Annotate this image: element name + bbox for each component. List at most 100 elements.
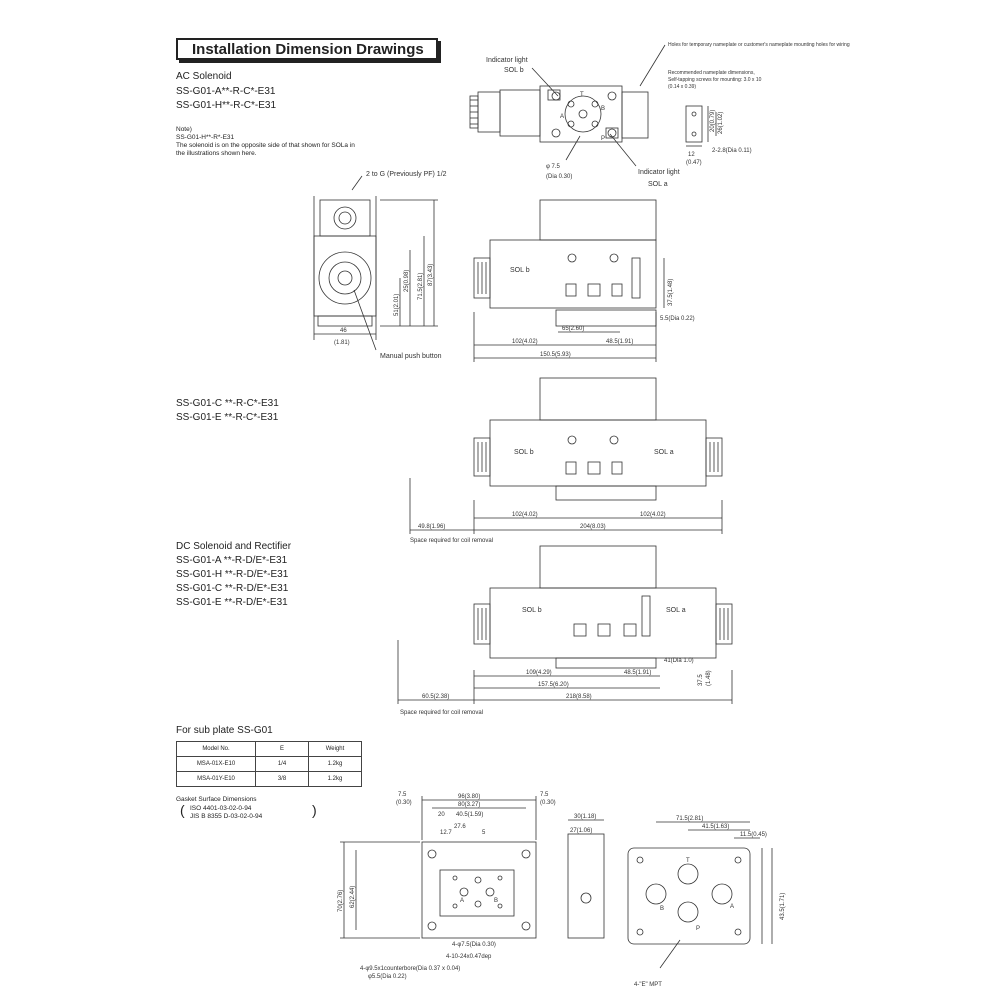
sub-dim-81: 80(3.27) bbox=[458, 802, 480, 808]
dim-12b: (0.47) bbox=[686, 160, 702, 166]
sub-dim-5: 5 bbox=[482, 830, 486, 836]
sub-dim-75l: 7.5 bbox=[398, 792, 407, 798]
subplate-table: Model No. E Weight MSA-01X-E10 1/4 1.2kg… bbox=[176, 741, 362, 787]
indicator-light-a-label: Indicator light bbox=[638, 169, 680, 176]
dim-41: 41(Dia 1.0) bbox=[664, 658, 694, 664]
ac-front-valve bbox=[473, 199, 665, 362]
port-size-label: 2 to G (Previously PF) 1/2 bbox=[366, 171, 447, 178]
rec-note-3: (0.14 x 0.39) bbox=[668, 84, 696, 90]
manual-button-label: Manual push button bbox=[380, 353, 442, 360]
dc-sol-b-label: SOL b bbox=[522, 607, 542, 614]
gasket-title: Gasket Surface Dimensions bbox=[176, 796, 257, 803]
dim-65: 65(2.60) bbox=[562, 326, 584, 332]
dim-485: 48.5(1.91) bbox=[606, 339, 633, 345]
sub-dim-75rb: (0.30) bbox=[540, 800, 556, 806]
sub-dim-435: 43.5(1.71) bbox=[780, 893, 786, 920]
sub-hole-2: 4-10-24x0.47dep bbox=[446, 954, 492, 960]
nameplate-drawing bbox=[685, 105, 717, 147]
dim-498: 49.8(1.96) bbox=[418, 524, 445, 530]
sub-dim-75lb: (0.30) bbox=[396, 800, 412, 806]
dim-20: 20(0.79) bbox=[710, 110, 716, 132]
sub-port-b: B bbox=[660, 906, 664, 912]
table-row: MSA-01X-E10 1/4 1.2kg bbox=[176, 756, 362, 772]
sub-dim-30: 30(1.18) bbox=[574, 814, 596, 820]
table-row: MSA-01Y-E10 3/8 1.2kg bbox=[176, 771, 362, 787]
gasket-iso: ISO 4401-03-02-0-94 bbox=[190, 805, 252, 812]
sub-port-b-inner: B bbox=[494, 898, 498, 904]
dc-sol-a-label: SOL a bbox=[666, 607, 686, 614]
ac-heading: AC Solenoid bbox=[176, 71, 232, 82]
subplate-top-view bbox=[340, 796, 537, 939]
rec-note-2: Self-tapping screws for mounting: 3.0 x … bbox=[668, 77, 762, 83]
sub-hole-1: 4-φ7.5(Dia 0.30) bbox=[452, 942, 496, 948]
dim-603: 60.5(2.38) bbox=[422, 694, 449, 700]
gasket-bracket: ) bbox=[312, 802, 317, 818]
sub-dim-127: 12.7 bbox=[440, 830, 452, 836]
dim-28: 2-2.8(Dia 0.11) bbox=[712, 148, 752, 154]
table-cell: 3/8 bbox=[255, 771, 309, 787]
ce-front-valve bbox=[409, 377, 723, 534]
dc-model-1: SS-G01-A **-R-D/E*-E31 bbox=[176, 555, 288, 566]
side-view-valve bbox=[313, 175, 438, 351]
sub-dim-415: 41.5(1.63) bbox=[702, 824, 729, 830]
sol-b-label: SOL b bbox=[504, 67, 524, 74]
dim-102b: 102(4.02) bbox=[640, 512, 666, 518]
dim-102a: 102(4.02) bbox=[512, 512, 538, 518]
sub-dim-96: 96(3.80) bbox=[458, 794, 480, 800]
sub-mpt-label: 4-"E" MPT bbox=[634, 982, 662, 988]
top-view-valve bbox=[469, 44, 666, 167]
gasket-bracket: ( bbox=[180, 802, 185, 818]
dc-front-valve bbox=[397, 545, 733, 704]
sub-dim-70: 70(2.76) bbox=[338, 890, 344, 912]
port-a-letter: A bbox=[560, 114, 564, 120]
dim-485-dc: 48.5(1.91) bbox=[624, 670, 651, 676]
dim-26: 26(1.02) bbox=[718, 112, 724, 134]
ac-note-3: The solenoid is on the opposite side of … bbox=[176, 142, 355, 149]
dim-1505: 150.5(5.93) bbox=[540, 352, 571, 358]
port-b-letter: B bbox=[601, 106, 605, 112]
sub-port-p: P bbox=[696, 926, 700, 932]
dim-1575: 157.5(6.20) bbox=[538, 682, 569, 688]
dim-375: 37.5(1.48) bbox=[668, 279, 674, 306]
table-header-row: Model No. E Weight bbox=[176, 741, 362, 757]
dim-204: 204(8.03) bbox=[580, 524, 606, 530]
sub-port-t: T bbox=[686, 858, 690, 864]
sub-dim-115: 11.5(0.45) bbox=[740, 832, 767, 838]
dim-102: 102(4.02) bbox=[512, 339, 538, 345]
port-t-letter: T bbox=[580, 92, 584, 98]
ac-note-1: Note) bbox=[176, 126, 192, 133]
sub-heading: For sub plate SS-G01 bbox=[176, 725, 273, 736]
dim-46b: (1.81) bbox=[334, 340, 350, 346]
dim-109: 109(4.29) bbox=[526, 670, 552, 676]
dim-218: 218(8.58) bbox=[566, 694, 592, 700]
ac-model-1: SS-G01-A**-R-C*-E31 bbox=[176, 86, 276, 97]
dim-375b-dc: (1.48) bbox=[706, 670, 712, 686]
ac-note-4: the illustrations shown here. bbox=[176, 150, 257, 157]
page-title: Installation Dimension Drawings bbox=[176, 38, 438, 60]
cd-model-2: SS-G01-E **-R-C*-E31 bbox=[176, 412, 279, 423]
dim-46: 46 bbox=[340, 328, 347, 334]
sub-port-a: A bbox=[730, 904, 734, 910]
sub-dim-62: 62(2.44) bbox=[350, 886, 356, 908]
holes-note: Holes for temporary nameplate or custome… bbox=[668, 42, 850, 48]
dim-55: 5.5(Dia 0.22) bbox=[660, 316, 695, 322]
rec-note-1: Recommended nameplate dimensions, bbox=[668, 70, 755, 76]
sub-dim-75r: 7.5 bbox=[540, 792, 549, 798]
dia-note: φ 7.5 bbox=[546, 164, 561, 170]
subplate-bottom-view bbox=[627, 821, 773, 969]
dim-87: 87(3.43) bbox=[428, 264, 434, 286]
dc-model-2: SS-G01-H **-R-D/E*-E31 bbox=[176, 569, 289, 580]
sub-dim-405: 40.5(1.59) bbox=[456, 812, 483, 818]
sub-dim-20: 20 bbox=[438, 812, 445, 818]
coil-space-label: Space required for coil removal bbox=[410, 538, 493, 544]
ac-note-2: SS-G01-H**-R*-E31 bbox=[176, 134, 235, 141]
indicator-light-b-label: Indicator light bbox=[486, 57, 528, 64]
cd-model-1: SS-G01-C **-R-C*-E31 bbox=[176, 398, 279, 409]
sol-a-label: SOL a bbox=[648, 181, 668, 188]
dc-model-3: SS-G01-C **-R-D/E*-E31 bbox=[176, 583, 289, 594]
dim-25: 25(0.98) bbox=[404, 270, 410, 292]
ce-sol-a-label: SOL a bbox=[654, 449, 674, 456]
dia-note-2: (Dia 0.30) bbox=[546, 174, 572, 180]
sub-hole-3: 4-φ9.5x1counterbore(Dia 0.37 x 0.04) bbox=[360, 966, 460, 972]
